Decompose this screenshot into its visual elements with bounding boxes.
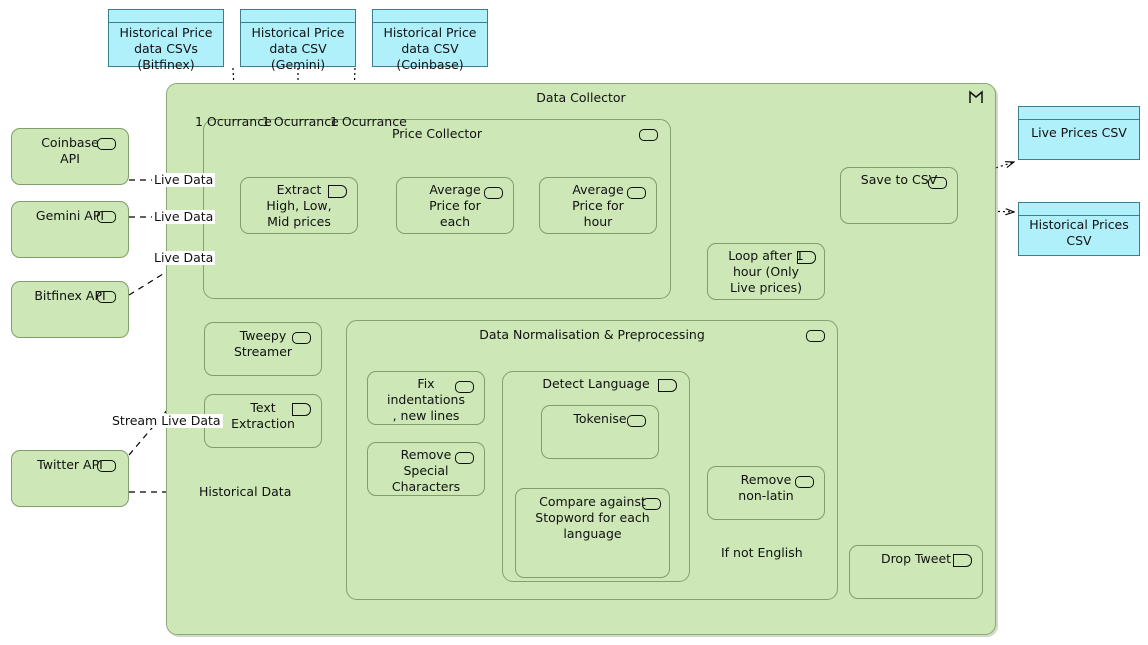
node-label: Loop after 1 hour (Only Live prices) — [728, 248, 804, 295]
node-tokenise[interactable]: Tokenise — [541, 405, 659, 459]
process-icon — [328, 185, 347, 198]
function-icon — [639, 129, 658, 141]
node-loop-after-1-hour[interactable]: Loop after 1 hour (Only Live prices) — [707, 243, 825, 300]
node-label: Remove non-latin — [738, 472, 794, 503]
artifact-label: Historical Price data CSV (Gemini) — [251, 25, 345, 72]
artifact-header-bar — [1019, 107, 1139, 120]
function-icon — [795, 476, 814, 488]
node-label: Average Price for each — [429, 182, 481, 229]
node-label: Drop Tweet — [880, 551, 952, 566]
node-average-price-each[interactable]: Average Price for each — [396, 177, 514, 234]
node-label: Fix indentations , new lines — [387, 376, 465, 423]
collaboration-icon — [968, 90, 984, 104]
node-label: Tokenise — [573, 411, 627, 426]
artifact-live-prices-csv[interactable]: Live Prices CSV — [1018, 106, 1140, 160]
artifact-label: Historical Price data CSVs (Bitfinex) — [119, 25, 213, 72]
artifact-historical-prices-csv[interactable]: Historical Prices CSV — [1018, 202, 1140, 256]
artifact-header-bar — [373, 10, 487, 23]
edge-label-live-data-gemini: Live Data — [152, 209, 216, 224]
group-title: Detect Language — [542, 376, 650, 391]
node-text-extraction[interactable]: Text Extraction — [204, 394, 322, 448]
node-label: Remove Special Characters — [391, 447, 461, 494]
node-label: Extract High, Low, Mid prices — [266, 182, 332, 229]
edge-label-historical-data: Historical Data — [196, 485, 295, 499]
artifact-label: Historical Prices CSV — [1029, 217, 1129, 248]
edge-label-live-data-bitfinex: Live Data — [152, 250, 216, 265]
function-icon — [484, 187, 503, 199]
node-drop-tweet[interactable]: Drop Tweet — [849, 545, 983, 599]
node-label: Average Price for hour — [572, 182, 624, 229]
edge-label-stream-live-data: Stream Live Data — [110, 413, 223, 428]
artifact-label: Live Prices CSV — [1031, 125, 1127, 140]
artifact-historical-price-coinbase[interactable]: Historical Price data CSV (Coinbase) — [372, 9, 488, 72]
group-title: Data Collector — [536, 90, 626, 105]
function-icon — [292, 332, 311, 344]
group-title: Price Collector — [391, 126, 483, 141]
node-label: Compare against Stopword for each langua… — [535, 494, 650, 541]
node-compare-against-stopword[interactable]: Compare against Stopword for each langua… — [515, 488, 670, 578]
edge-label-if-not-english: If not English — [718, 546, 806, 560]
node-fix-indentations[interactable]: Fix indentations , new lines — [367, 371, 485, 425]
function-icon — [642, 498, 661, 510]
interface-icon — [97, 138, 116, 150]
node-gemini-api[interactable]: Gemini API — [11, 201, 129, 258]
node-save-to-csv[interactable]: Save to CSV — [840, 167, 958, 224]
artifact-header-bar — [241, 10, 355, 23]
function-icon — [455, 381, 474, 393]
process-icon — [292, 403, 311, 416]
node-label: Tweepy Streamer — [233, 328, 293, 359]
edge-label-ocurrance-1: 1 Ocurrance — [195, 114, 272, 129]
artifact-historical-price-bitfinex[interactable]: Historical Price data CSVs (Bitfinex) — [108, 9, 224, 72]
node-label: Text Extraction — [231, 400, 295, 431]
artifact-header-bar — [1019, 203, 1139, 216]
process-icon — [953, 554, 972, 567]
node-twitter-api[interactable]: Twitter API — [11, 450, 129, 507]
process-icon — [658, 379, 677, 392]
node-tweepy-streamer[interactable]: Tweepy Streamer — [204, 322, 322, 376]
artifact-label: Historical Price data CSV (Coinbase) — [383, 25, 477, 72]
artifact-historical-price-gemini[interactable]: Historical Price data CSV (Gemini) — [240, 9, 356, 72]
function-icon — [627, 415, 646, 427]
edge-label-live-data-coinbase: Live Data — [152, 172, 216, 187]
node-remove-special-characters[interactable]: Remove Special Characters — [367, 442, 485, 496]
function-icon — [627, 187, 646, 199]
node-bitfinex-api[interactable]: Bitfinex API — [11, 281, 129, 338]
node-label: Save to CSV — [860, 172, 938, 187]
edge-label-ocurrance-3: 1 Ocurrance — [330, 114, 407, 129]
interface-icon — [97, 460, 116, 472]
node-label: Coinbase API — [41, 135, 99, 166]
function-icon — [806, 330, 825, 342]
interface-icon — [97, 211, 116, 223]
function-icon — [928, 177, 947, 189]
node-coinbase-api[interactable]: Coinbase API — [11, 128, 129, 185]
function-icon — [455, 452, 474, 464]
process-icon — [797, 251, 816, 264]
node-remove-non-latin[interactable]: Remove non-latin — [707, 466, 825, 520]
edge-label-ocurrance-2: 1 Ocurrance — [262, 114, 339, 129]
interface-icon — [97, 291, 116, 303]
node-extract-prices[interactable]: Extract High, Low, Mid prices — [240, 177, 358, 234]
artifact-header-bar — [109, 10, 223, 23]
group-title: Data Normalisation & Preprocessing — [479, 327, 705, 342]
node-average-price-hour[interactable]: Average Price for hour — [539, 177, 657, 234]
